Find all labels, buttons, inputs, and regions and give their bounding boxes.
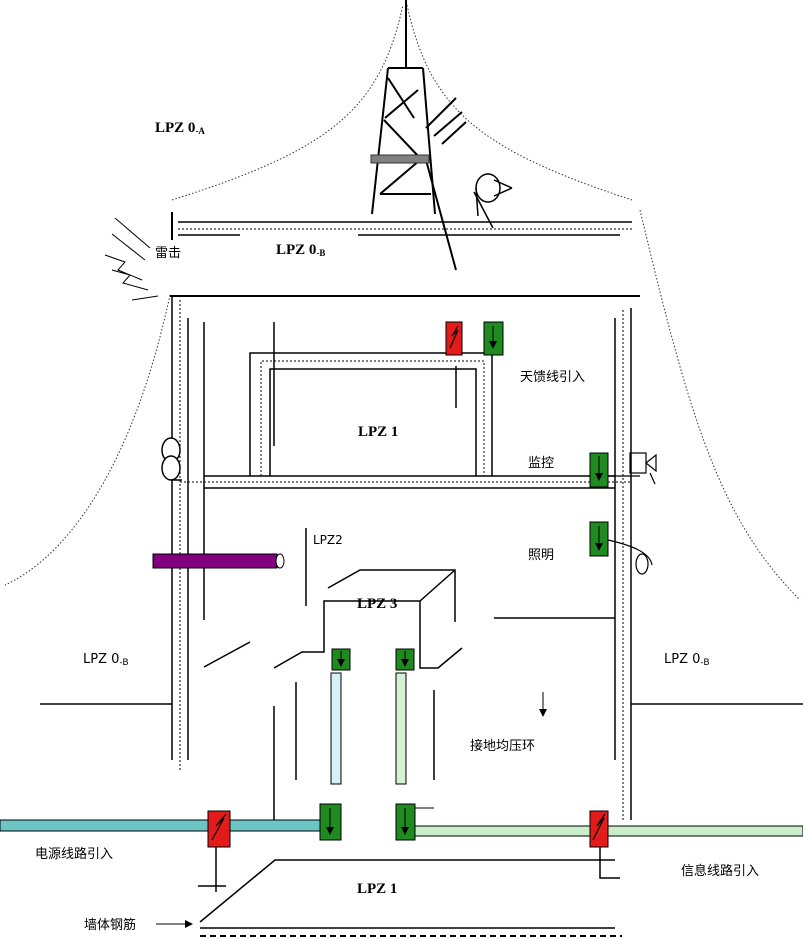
lpz3-spd-right [395,648,415,671]
wall-rebar-label: 墙体钢筋 [84,917,136,933]
wall-rebar [199,859,622,937]
pipe-entry [152,553,285,569]
lamp-icon [607,539,653,575]
power-cable [0,819,323,832]
lpz3-spd-left [331,648,351,671]
inner-zone-lines [40,617,803,887]
lpz0a-boundary [4,4,801,601]
zone-lpz1-upper-label: LPZ 1 [358,424,398,440]
lpz1-frame [249,322,493,476]
monitoring-label: 监控 [528,456,554,471]
lpz3-box [323,569,456,636]
lightning-strike-icon [104,217,159,301]
bonding-ring-label: 接地均压环 [470,738,535,754]
roof [170,221,640,297]
building-walls [171,296,632,820]
zone-lpz0b-left-label: LPZ 0-B [83,652,129,668]
power-entry-spd-red [207,810,231,892]
coil-icon [161,437,182,481]
power-line-label: 电源线路引入 [35,846,113,862]
monitoring-spd [589,452,609,488]
tower-platform [370,154,430,164]
signal-spd-green [395,803,434,841]
zone-lpz0a-label: LPZ 0-A [155,120,205,136]
signal-bus-bar [395,672,407,785]
signal-line-label: 信息线路引入 [681,863,759,879]
antenna-feed-label: 天馈线引入 [520,370,585,385]
zone-lpz2-label: LPZ2 [313,533,343,547]
lighting-spd [589,521,609,557]
zone-lpz1-lower-label: LPZ 1 [357,881,397,897]
signal-entry-spd-red [589,810,620,879]
zone-lpz3-label: LPZ 3 [357,596,397,612]
zone-lpz0b-right-label: LPZ 0-B [664,652,710,668]
antenna-spd-green [483,321,504,356]
lightning-label: 雷击 [155,246,181,261]
power-spd-green [319,803,342,841]
lighting-label: 照明 [528,548,554,563]
antenna-spd-red [445,321,463,356]
dish-antenna-icon [473,173,513,229]
zone-lpz0b-top-label: LPZ 0-B [276,242,325,258]
power-bus-bar [330,672,342,785]
camera-icon [608,452,657,485]
antenna-tower-icon [371,0,467,271]
floor-slab [180,475,631,489]
